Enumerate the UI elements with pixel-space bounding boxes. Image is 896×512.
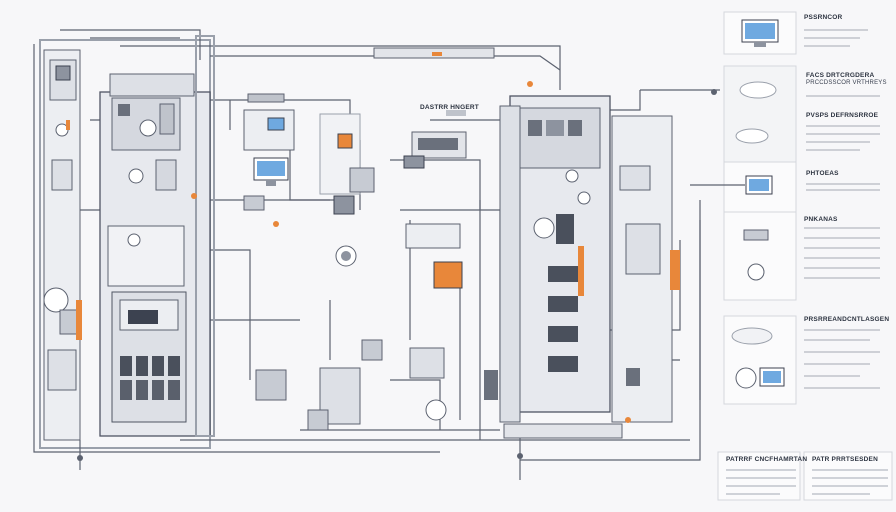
panel-bottom-1: [717, 451, 801, 501]
cabinet-right: [499, 95, 680, 439]
label-right-3: PVSPS DEFRNSRROE: [806, 112, 879, 119]
label-top-right-2: FACS DRTCRGDERA: [806, 72, 875, 79]
wiring: [33, 29, 745, 480]
right-panel-icons: [731, 19, 785, 389]
label-right-5: PNKANAS: [804, 216, 838, 223]
label-top-right-2b: PRCCDSSCOR VRTHREYS: [806, 80, 887, 86]
label-top-right-1: PSSRNCOR: [804, 14, 843, 21]
panel-cloud-1: [723, 65, 797, 163]
left-rack: [43, 49, 82, 441]
label-right-4: PHTOEAS: [806, 170, 839, 177]
label-bottom-2: PATR PRRTSESDEN: [812, 456, 878, 463]
panel-bottom-2: [803, 451, 893, 501]
panel-text-lines: [726, 29, 888, 495]
label-right-6: PRSRREANDCNTLASGEN: [804, 316, 890, 323]
panel-device: [723, 211, 797, 301]
accents: [77, 52, 717, 461]
cabinet-left: [99, 35, 215, 437]
label-bottom-1: PATRRF CNCFHAMRTAN: [726, 456, 808, 463]
label-center-header: DASTRR HNGERT: [420, 104, 479, 111]
